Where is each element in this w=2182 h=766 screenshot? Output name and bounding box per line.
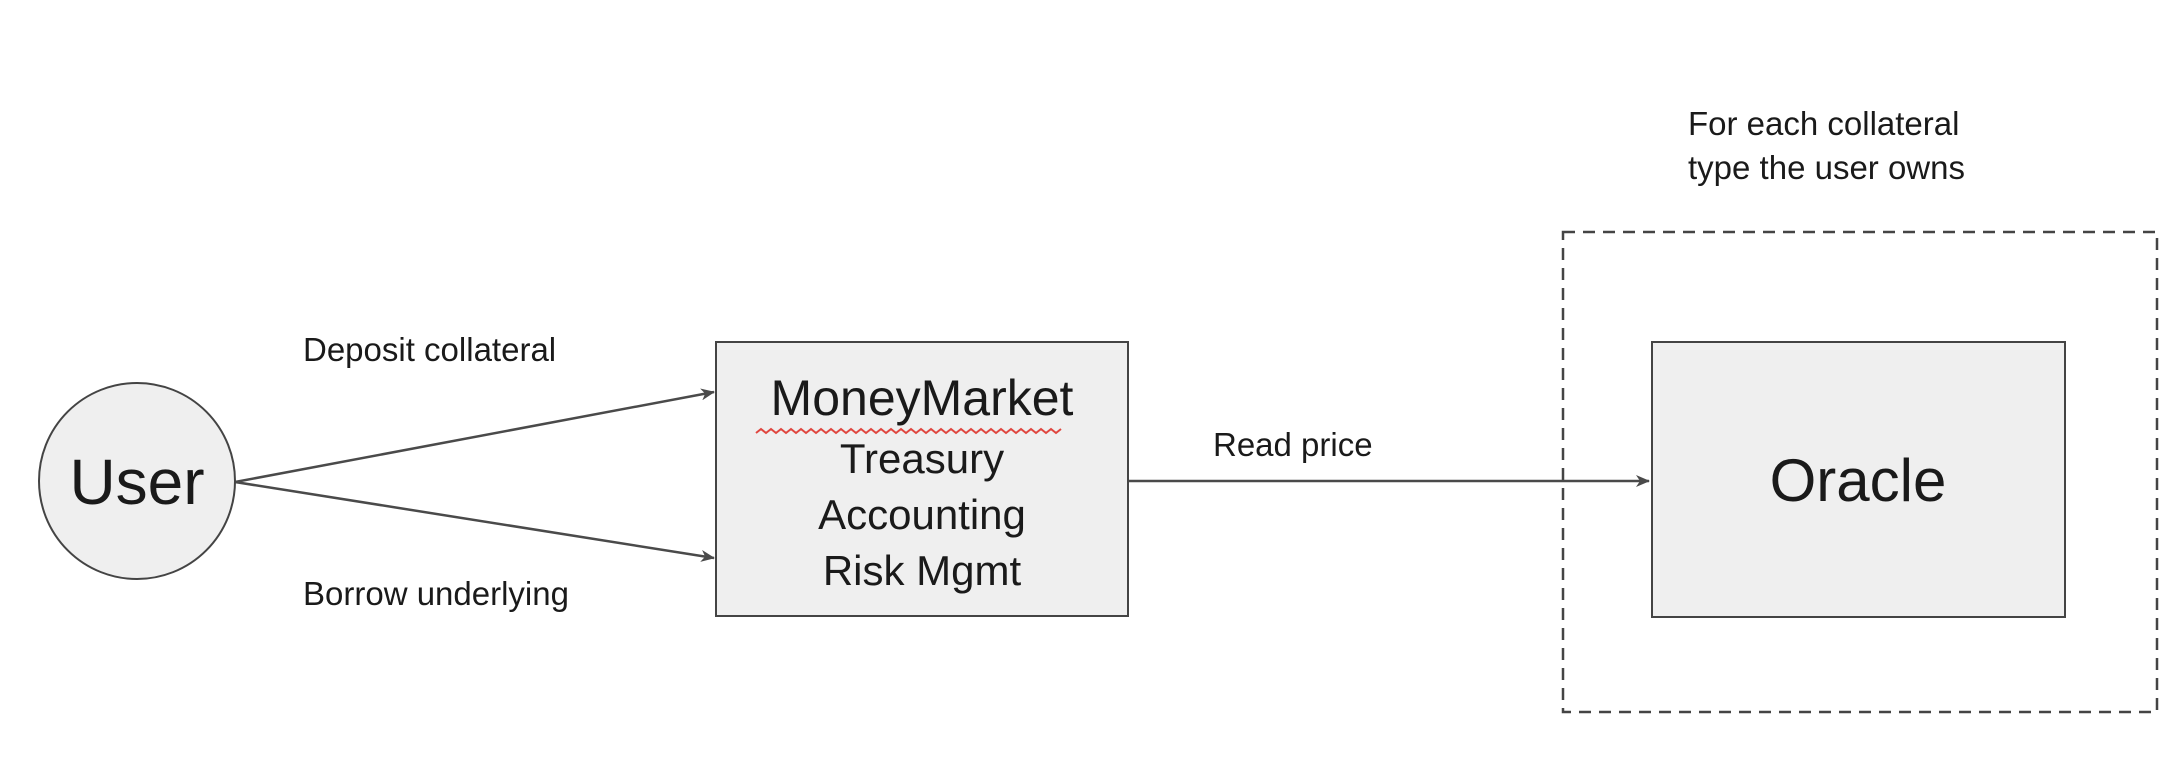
- deposit-collateral-label: Deposit collateral: [303, 331, 556, 368]
- read-price-label: Read price: [1213, 426, 1373, 463]
- borrow-underlying-arrow: [234, 480, 715, 562]
- user-node: [38, 382, 236, 580]
- oracle-node-label: Oracle: [1770, 447, 1947, 514]
- oracle-node: [1651, 341, 2066, 618]
- collateral-group-caption-line-1: For each collateral: [1688, 105, 1959, 142]
- money-market-line-accounting: Accounting: [818, 491, 1026, 538]
- collateral-group-caption-line-2: type the user owns: [1688, 149, 1965, 186]
- spellcheck-underline: [755, 427, 1062, 435]
- deposit-collateral-arrow: [234, 388, 715, 484]
- user-node-label: User: [69, 446, 204, 518]
- money-market-line-risk-mgmt: Risk Mgmt: [823, 547, 1022, 594]
- money-market-node: [715, 341, 1129, 617]
- borrow-underlying-label: Borrow underlying: [303, 575, 569, 612]
- money-market-title: MoneyMarket: [771, 370, 1074, 426]
- collateral-group-border: [1561, 230, 2159, 714]
- money-market-line-treasury: Treasury: [840, 435, 1004, 482]
